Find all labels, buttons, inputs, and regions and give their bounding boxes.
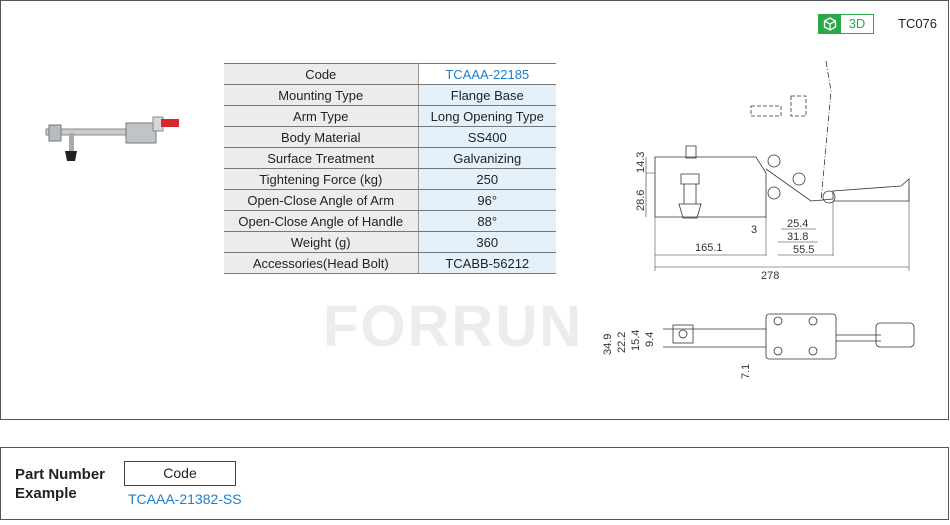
spec-label: Mounting Type <box>224 84 419 106</box>
spec-label: Open-Close Angle of Handle <box>224 210 419 232</box>
spec-label: Accessories(Head Bolt) <box>224 252 419 274</box>
dim-25-4: 25.4 <box>787 218 808 230</box>
spec-row: Tightening Force (kg)250 <box>224 168 556 190</box>
spec-label: Surface Treatment <box>224 147 419 169</box>
dim-31-8: 31.8 <box>787 231 808 243</box>
spec-label: Tightening Force (kg) <box>224 168 419 190</box>
spec-value: Long Opening Type <box>418 105 556 127</box>
dim-3: 3 <box>751 224 757 236</box>
dim-278: 278 <box>761 270 779 282</box>
3d-label: 3D <box>848 16 866 31</box>
spec-label: Body Material <box>224 126 419 148</box>
spec-label: Weight (g) <box>224 231 419 253</box>
dim-9-4: 9.4 <box>644 332 656 347</box>
label-line2: Example <box>15 485 77 502</box>
spec-label: Arm Type <box>224 105 419 127</box>
spec-value: Flange Base <box>418 84 556 106</box>
spec-value: Galvanizing <box>418 147 556 169</box>
spec-value: TCAAA-22185 <box>418 63 556 85</box>
3d-view-button[interactable]: 3D <box>818 14 874 34</box>
spec-value: 360 <box>418 231 556 253</box>
dim-55-5: 55.5 <box>793 244 814 256</box>
spec-value: 88° <box>418 210 556 232</box>
product-photo <box>45 116 179 161</box>
dim-165-1: 165.1 <box>695 242 723 254</box>
model-code: TC076 <box>898 16 938 31</box>
code-header: Code <box>124 461 236 486</box>
dim-22-2: 22.2 <box>616 332 628 353</box>
spec-value: SS400 <box>418 126 556 148</box>
technical-drawing: 165.1 278 55.5 31.8 25.4 3 14.3 28.6 34.… <box>602 60 915 379</box>
spec-label: Open-Close Angle of Arm <box>224 189 419 211</box>
spec-label: Code <box>224 63 419 85</box>
spec-value: TCABB-56212 <box>418 252 556 274</box>
dim-15-4: 15.4 <box>630 330 642 351</box>
cube-icon <box>819 15 841 33</box>
watermark: FORRUN <box>323 294 584 359</box>
spec-value: 250 <box>418 168 556 190</box>
spec-row: Accessories(Head Bolt)TCABB-56212 <box>224 252 556 274</box>
code-value: TCAAA-21382-SS <box>128 491 242 507</box>
spec-value: 96° <box>418 189 556 211</box>
spec-row: Weight (g)360 <box>224 231 556 253</box>
dim-34-9: 34.9 <box>602 334 614 355</box>
label-line1: Part Number <box>15 466 106 483</box>
dim-14-3: 14.3 <box>635 152 647 173</box>
dim-28-6: 28.6 <box>635 190 647 211</box>
dim-7-1: 7.1 <box>740 364 752 379</box>
